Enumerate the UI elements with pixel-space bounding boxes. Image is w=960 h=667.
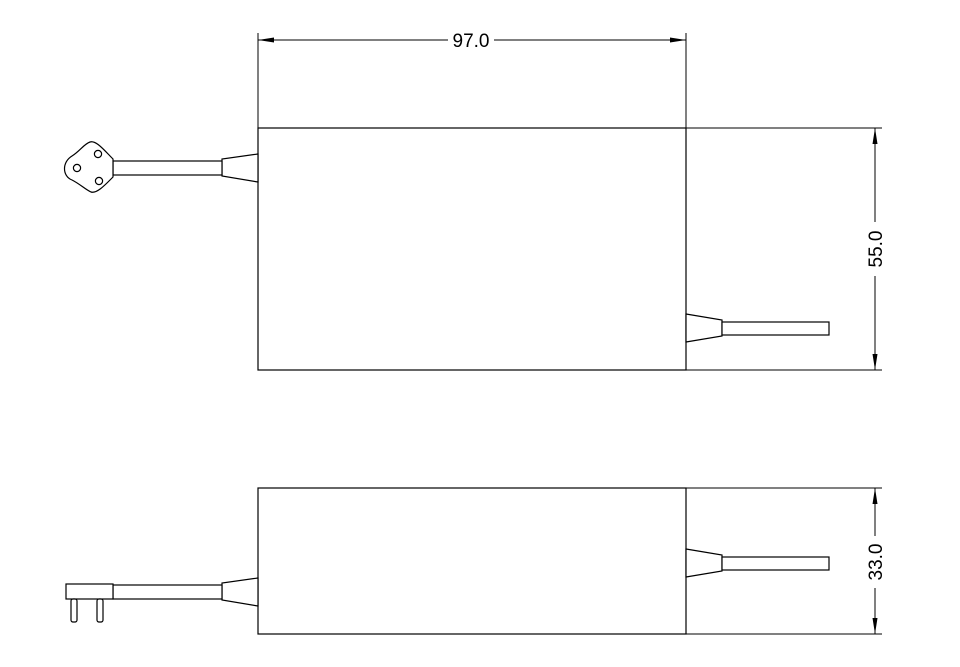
length-dimension: 97.0 <box>258 31 686 52</box>
side-view: 33.0 <box>65 487 887 635</box>
arrow-bottom <box>872 618 878 634</box>
arrow-top <box>872 128 878 144</box>
output-cable-side <box>721 556 830 571</box>
input-strain-relief-top <box>221 153 259 183</box>
top-view: 97.0 55.0 <box>63 31 887 371</box>
adapter-body-side <box>257 487 687 635</box>
arrow-right <box>670 37 686 43</box>
input-strain-relief-side <box>221 577 259 607</box>
arrow-left <box>258 37 274 43</box>
height-dimension: 33.0 <box>866 488 887 634</box>
output-strain-relief-top <box>685 313 723 343</box>
input-cable-side <box>112 584 223 600</box>
input-cable-top <box>112 160 223 176</box>
plug-side-profile <box>65 583 114 623</box>
output-strain-relief-side <box>685 548 723 578</box>
arrow-top <box>872 488 878 504</box>
width-dimension-label: 55.0 <box>866 231 887 268</box>
three-pin-plug-face <box>63 141 114 193</box>
plug-head <box>65 583 114 600</box>
plug-pin-hole <box>72 163 82 173</box>
height-dimension-label: 33.0 <box>866 544 887 581</box>
plug-pin <box>96 598 104 623</box>
length-dimension-label: 97.0 <box>453 31 490 52</box>
plug-pin-hole <box>94 176 104 186</box>
adapter-body-top <box>257 127 687 371</box>
arrow-bottom <box>872 354 878 370</box>
output-cable-top <box>721 321 830 336</box>
plug-pin-hole <box>93 149 103 159</box>
width-dimension: 55.0 <box>866 128 887 370</box>
plug-pin <box>70 598 78 623</box>
